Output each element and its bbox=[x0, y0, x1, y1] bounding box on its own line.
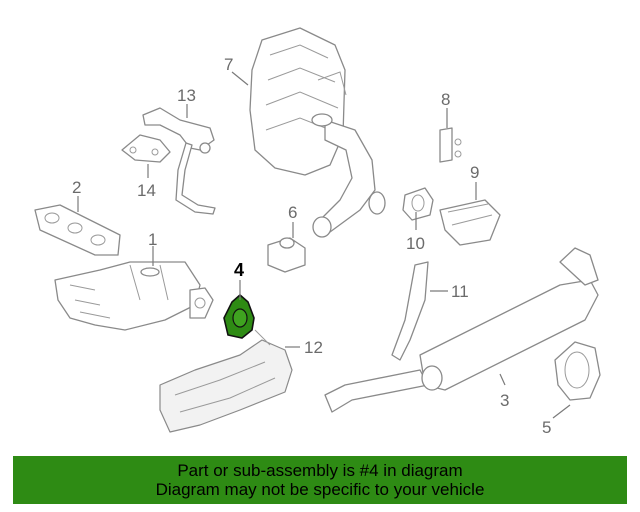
callout-labels: 1 2 3 4 5 6 7 8 9 10 11 12 13 14 bbox=[72, 55, 551, 437]
callout-5: 5 bbox=[542, 418, 551, 437]
callout-4: 4 bbox=[234, 260, 244, 280]
part-10-clamp[interactable] bbox=[402, 187, 434, 221]
part-13-hanger-bracket[interactable] bbox=[142, 107, 216, 215]
callout-6: 6 bbox=[288, 203, 297, 222]
part-4-gasket-highlighted[interactable] bbox=[223, 293, 255, 339]
callout-2: 2 bbox=[72, 178, 81, 197]
part-6-clamp[interactable] bbox=[267, 237, 306, 273]
part-2-manifold-gasket[interactable] bbox=[34, 204, 121, 256]
part-7-muffler[interactable] bbox=[249, 27, 386, 238]
banner-line-1: Part or sub-assembly is #4 in diagram bbox=[177, 461, 463, 480]
callout-10: 10 bbox=[406, 234, 425, 253]
part-14-bracket[interactable] bbox=[121, 134, 171, 163]
callout-14: 14 bbox=[137, 181, 156, 200]
callout-12: 12 bbox=[304, 338, 323, 357]
callout-13: 13 bbox=[177, 86, 196, 105]
banner-line-2: Diagram may not be specific to your vehi… bbox=[155, 480, 485, 499]
part-5-tailpipe-tip[interactable] bbox=[554, 341, 601, 401]
callout-7: 7 bbox=[224, 55, 233, 74]
part-9-exhaust-tip[interactable] bbox=[439, 199, 501, 246]
callout-8: 8 bbox=[441, 90, 450, 109]
part-8-hanger[interactable] bbox=[439, 127, 462, 163]
info-banner: Part or sub-assembly is #4 in diagram Di… bbox=[13, 456, 627, 504]
leader-lines bbox=[77, 71, 571, 419]
callout-9: 9 bbox=[470, 163, 479, 182]
part-12-heat-shield[interactable] bbox=[159, 329, 293, 433]
callout-3: 3 bbox=[500, 391, 509, 410]
part-1-catalytic-manifold[interactable] bbox=[54, 261, 214, 331]
callout-1: 1 bbox=[148, 230, 157, 249]
exhaust-parts-diagram: 1 2 3 4 5 6 7 8 9 10 11 12 13 14 bbox=[34, 27, 601, 437]
callout-11: 11 bbox=[451, 282, 469, 301]
part-11-bracket[interactable] bbox=[391, 261, 429, 361]
part-3-rear-muffler[interactable] bbox=[324, 247, 599, 413]
